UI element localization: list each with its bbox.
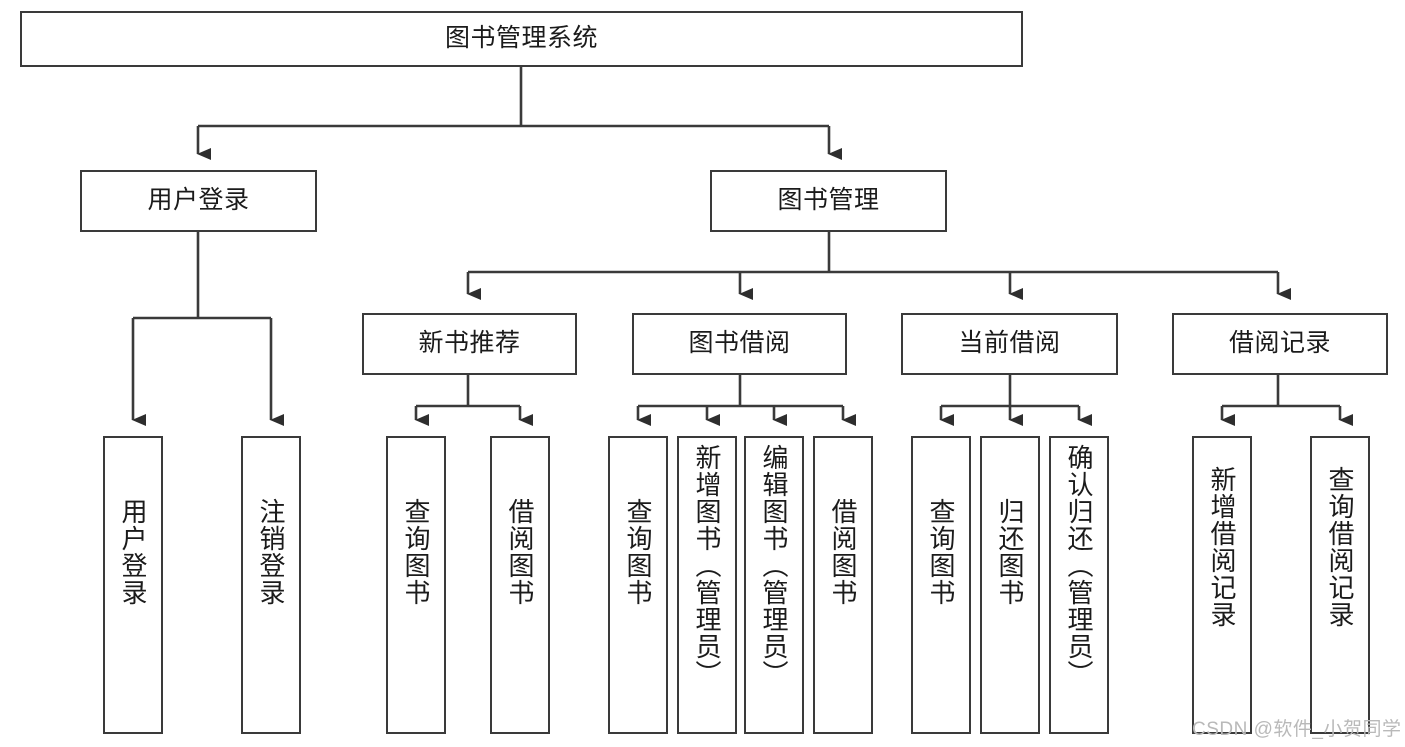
leaf-borrow-book-2-label: 借阅图书 <box>828 498 859 606</box>
leaf-query-book-2-label: 查询图书 <box>623 498 654 606</box>
node-root[interactable]: 图书管理系统 <box>20 11 1023 67</box>
leaf-confirm-return[interactable]: 确认归还（管理员） <box>1049 436 1109 734</box>
leaf-edit-book-label: 编辑图书（管理员） <box>759 444 790 687</box>
node-user-login[interactable]: 用户登录 <box>80 170 317 232</box>
node-borrow-record-label: 借阅记录 <box>1228 329 1331 358</box>
node-book-borrow[interactable]: 图书借阅 <box>632 313 847 375</box>
node-root-label: 图书管理系统 <box>444 24 598 53</box>
leaf-query-record[interactable]: 查询借阅记录 <box>1310 436 1370 734</box>
leaf-edit-book[interactable]: 编辑图书（管理员） <box>744 436 804 734</box>
leaf-add-record[interactable]: 新增借阅记录 <box>1192 436 1252 734</box>
node-current-borrow-label: 当前借阅 <box>958 329 1061 358</box>
leaf-return-book-label: 归还图书 <box>995 498 1026 606</box>
node-book-borrow-label: 图书借阅 <box>688 329 791 358</box>
node-borrow-record[interactable]: 借阅记录 <box>1172 313 1388 375</box>
leaf-add-book[interactable]: 新增图书（管理员） <box>677 436 737 734</box>
leaf-query-book-2[interactable]: 查询图书 <box>608 436 668 734</box>
leaf-user-login-label: 用户登录 <box>118 498 149 606</box>
leaf-borrow-book-1[interactable]: 借阅图书 <box>490 436 550 734</box>
node-book-manage[interactable]: 图书管理 <box>710 170 947 232</box>
leaf-user-login[interactable]: 用户登录 <box>103 436 163 734</box>
node-new-book-rec-label: 新书推荐 <box>418 329 521 358</box>
watermark: CSDN @软件_小贺同学 <box>1192 719 1402 740</box>
node-user-login-label: 用户登录 <box>147 186 250 215</box>
leaf-query-book-3-label: 查询图书 <box>926 498 957 606</box>
leaf-return-book[interactable]: 归还图书 <box>980 436 1040 734</box>
leaf-query-record-label: 查询借阅记录 <box>1325 466 1356 628</box>
leaf-confirm-return-label: 确认归还（管理员） <box>1064 444 1095 687</box>
node-book-manage-label: 图书管理 <box>777 186 880 215</box>
leaf-add-record-label: 新增借阅记录 <box>1207 466 1238 628</box>
node-new-book-rec[interactable]: 新书推荐 <box>362 313 577 375</box>
node-current-borrow[interactable]: 当前借阅 <box>901 313 1118 375</box>
leaf-borrow-book-1-label: 借阅图书 <box>505 498 536 606</box>
leaf-query-book-3[interactable]: 查询图书 <box>911 436 971 734</box>
leaf-query-book-1[interactable]: 查询图书 <box>386 436 446 734</box>
leaf-add-book-label: 新增图书（管理员） <box>692 444 723 687</box>
leaf-query-book-1-label: 查询图书 <box>401 498 432 606</box>
leaf-borrow-book-2[interactable]: 借阅图书 <box>813 436 873 734</box>
leaf-logout-label: 注销登录 <box>256 498 287 606</box>
leaf-logout[interactable]: 注销登录 <box>241 436 301 734</box>
